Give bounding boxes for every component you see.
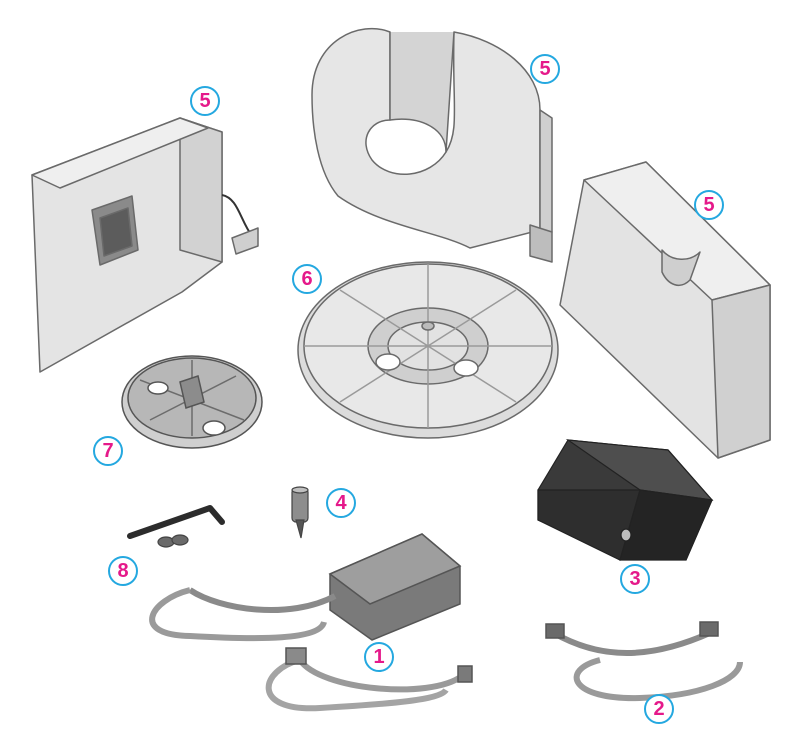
callout-8: 8 [108,556,138,586]
right-cover-icon [559,161,771,459]
callout-5-top: 5 [530,54,560,84]
callout-7: 7 [93,436,123,466]
print-cartridge-icon [537,439,714,561]
callout-4: 4 [326,488,356,518]
power-cord-icon [265,647,473,712]
callout-2: 2 [644,694,674,724]
usb-cable-icon [545,621,743,702]
left-cover-icon [31,117,259,373]
callout-3: 3 [620,564,650,594]
callout-6: 6 [292,264,322,294]
callout-1: 1 [364,642,394,672]
top-cover-icon [311,27,553,263]
hub-icon [121,355,263,449]
hex-key-icon [127,505,225,539]
screws-icon [157,534,189,548]
callout-5-left: 5 [190,86,220,116]
spindle-platter-icon [297,261,559,439]
pen-cartridge-icon [291,486,309,539]
power-adapter-icon [149,533,462,642]
callout-5-right: 5 [694,190,724,220]
